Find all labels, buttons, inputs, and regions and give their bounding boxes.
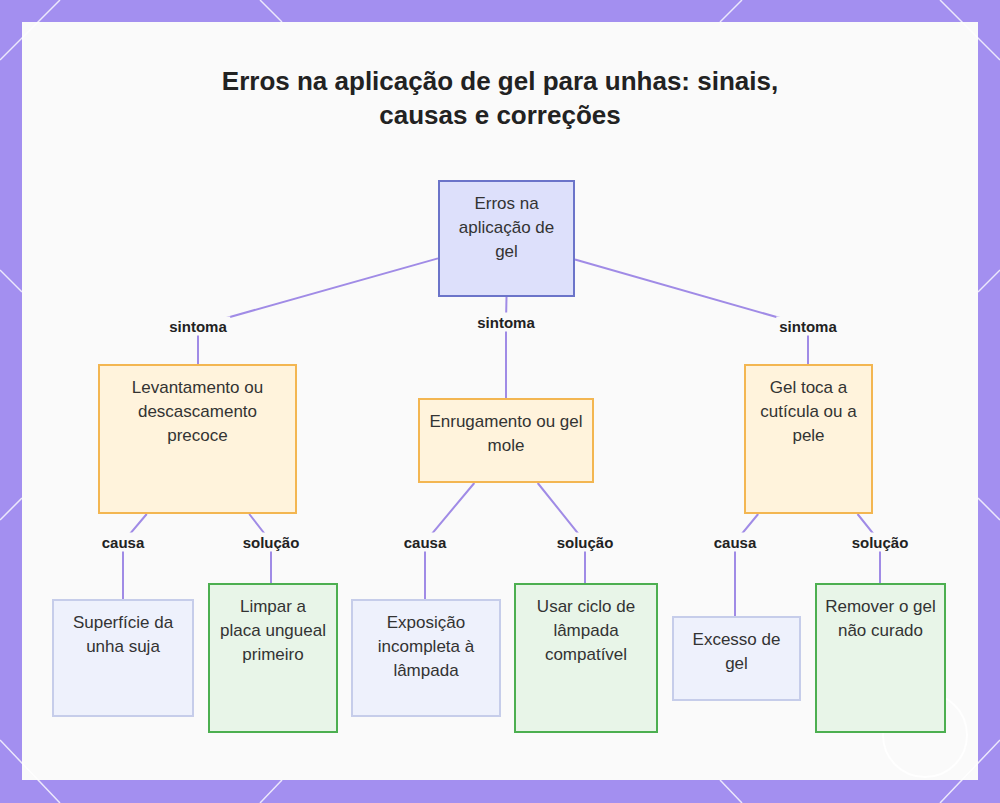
edge-label: causa bbox=[99, 533, 148, 552]
edge-label: sintoma bbox=[166, 317, 230, 336]
connector-line bbox=[123, 514, 147, 599]
solution-box: Remover o gel não curado bbox=[815, 583, 946, 733]
symptom-box: Gel toca a cutícula ou a pele bbox=[744, 364, 873, 514]
connector-line bbox=[575, 260, 808, 364]
solution-box: Limpar a placa ungueal primeiro bbox=[208, 583, 338, 733]
edge-label: solução bbox=[240, 533, 303, 552]
root-box: Erros na aplicação de gel bbox=[438, 180, 575, 297]
node-text: Gel toca a cutícula ou a pele bbox=[754, 376, 863, 448]
node-text: Superfície da unha suja bbox=[62, 611, 184, 659]
symptom-box: Levantamento ou descascamento precoce bbox=[98, 364, 297, 514]
edge-label: sintoma bbox=[776, 317, 840, 336]
connector-line bbox=[735, 514, 758, 616]
edge-label: causa bbox=[401, 533, 450, 552]
edge-label: sintoma bbox=[474, 313, 538, 332]
node-text: Erros na aplicação de gel bbox=[448, 192, 565, 264]
node-text: Exposição incompleta à lâmpada bbox=[361, 611, 491, 683]
cause-box: Excesso de gel bbox=[672, 616, 801, 701]
edge-label: causa bbox=[711, 533, 760, 552]
node-text: Excesso de gel bbox=[682, 628, 791, 676]
node-text: Usar ciclo de lâmpada compatível bbox=[524, 595, 648, 667]
node-text: Remover o gel não curado bbox=[825, 595, 936, 643]
connector-line bbox=[198, 258, 438, 364]
node-text: Limpar a placa ungueal primeiro bbox=[218, 595, 328, 667]
node-text: Enrugamento ou gel mole bbox=[428, 410, 584, 458]
diagram-title: Erros na aplicação de gel para unhas: si… bbox=[200, 64, 800, 132]
solution-box: Usar ciclo de lâmpada compatível bbox=[514, 583, 658, 733]
edge-label: solução bbox=[554, 533, 617, 552]
cause-box: Superfície da unha suja bbox=[52, 599, 194, 717]
cause-box: Exposição incompleta à lâmpada bbox=[351, 599, 501, 717]
node-text: Levantamento ou descascamento precoce bbox=[108, 376, 287, 448]
symptom-box: Enrugamento ou gel mole bbox=[418, 398, 594, 483]
edge-label: solução bbox=[849, 533, 912, 552]
